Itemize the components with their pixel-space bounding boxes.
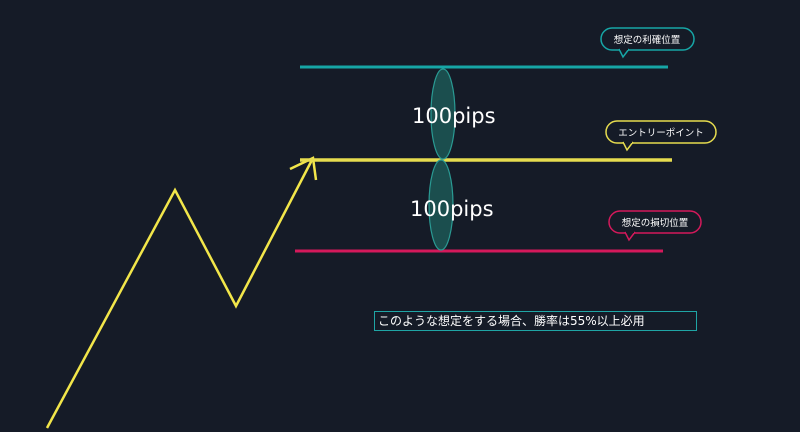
win-rate-caption: このような想定をする場合、勝率は55%以上必用 bbox=[374, 311, 697, 331]
take-profit-label: 想定の利確位置 bbox=[614, 34, 681, 46]
entry-point-bubble: エントリーポイント bbox=[605, 120, 717, 152]
entry-point-label: エントリーポイント bbox=[618, 128, 704, 139]
upper-distance-label: 100pips bbox=[412, 104, 496, 128]
price-path bbox=[45, 157, 315, 429]
upper-distance-ellipse bbox=[430, 68, 456, 160]
lower-distance-label: 100pips bbox=[410, 197, 494, 221]
price-arrowhead bbox=[289, 156, 318, 181]
lower-distance-ellipse bbox=[428, 159, 454, 251]
stop-loss-bubble: 想定の損切位置 bbox=[608, 210, 702, 242]
take-profit-bubble: 想定の利確位置 bbox=[600, 27, 695, 59]
stop-loss-label: 想定の損切位置 bbox=[622, 217, 689, 229]
